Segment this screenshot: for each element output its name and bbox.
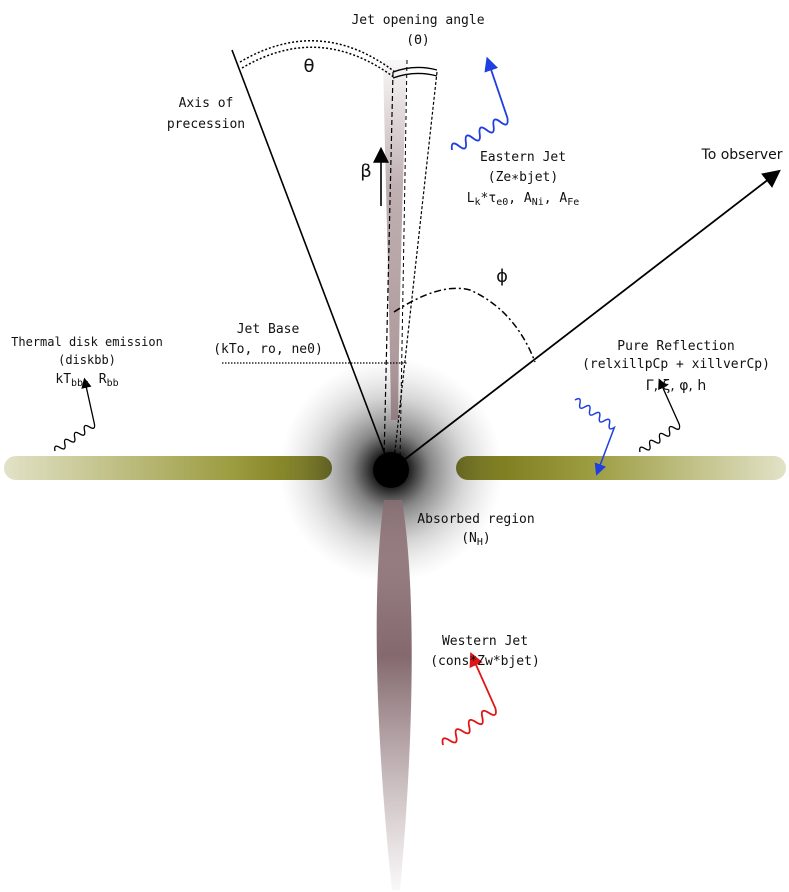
observer-direction-arrow (390, 169, 781, 471)
eastern-jet-model: (Ze∗bjet) (488, 170, 558, 185)
reflection-incoming-photon-icon (574, 397, 616, 476)
eastern-jet-title: Eastern Jet (480, 150, 566, 165)
precession-arc-outer (239, 40, 396, 73)
jet-base-params: (kTo, ro, ne0) (213, 342, 323, 357)
eastern-jet-params: Lk*τe0, ANi, AFe (467, 191, 580, 208)
absorbed-region-params: (NH) (461, 531, 491, 548)
opening-angle-arc-outer (392, 66, 438, 73)
pure-reflection-model: (relxillpCp + xillverCp) (582, 357, 770, 372)
western-jet-photon-icon (441, 652, 497, 746)
western-jet-title: Western Jet (442, 634, 528, 649)
jet-axis-line (399, 59, 408, 461)
jet-opening-angle-symbol: (Θ) (406, 33, 429, 48)
thermal-disk-photon-icon (54, 377, 96, 452)
reflection-outgoing-photon-icon (639, 378, 681, 453)
jet-cone-right-line (393, 71, 438, 461)
eastern-jet-photon-icon (450, 56, 509, 151)
jet-cone-left-line (383, 71, 394, 461)
western-jet-model: (cons*Zw*bjet) (430, 654, 540, 669)
jets (376, 60, 412, 890)
phi-symbol: ϕ (496, 266, 508, 287)
jet-base-title: Jet Base (237, 322, 300, 337)
to-observer-label: To observer (701, 147, 783, 163)
disk-left (4, 456, 332, 480)
axis-of-precession-label-2: precession (167, 117, 245, 132)
pure-reflection-title: Pure Reflection (617, 339, 734, 354)
opening-angle-arc-inner (392, 72, 438, 79)
beta-symbol: β (360, 161, 372, 182)
thermal-disk-title: Thermal disk emission (11, 335, 163, 349)
pure-reflection-params: Γ, ξ, φ, h (646, 378, 706, 394)
eastern-jet-plume (383, 60, 407, 420)
western-jet-plume (376, 500, 412, 890)
thermal-disk-params: kTbb, Rbb (55, 372, 118, 389)
phi-angle-arc (393, 287, 536, 363)
precession-arc-inner (241, 46, 396, 79)
absorbed-region-title: Absorbed region (417, 512, 534, 527)
jet-opening-angle-label: Jet opening angle (351, 13, 484, 28)
accretion-disk (4, 456, 786, 480)
axis-of-precession-label-1: Axis of (179, 96, 234, 111)
axis-of-precession-line (231, 49, 392, 471)
thermal-disk-model: (diskbb) (58, 353, 116, 367)
disk-right (456, 456, 786, 480)
precession-angle-symbol: θ (303, 56, 314, 77)
